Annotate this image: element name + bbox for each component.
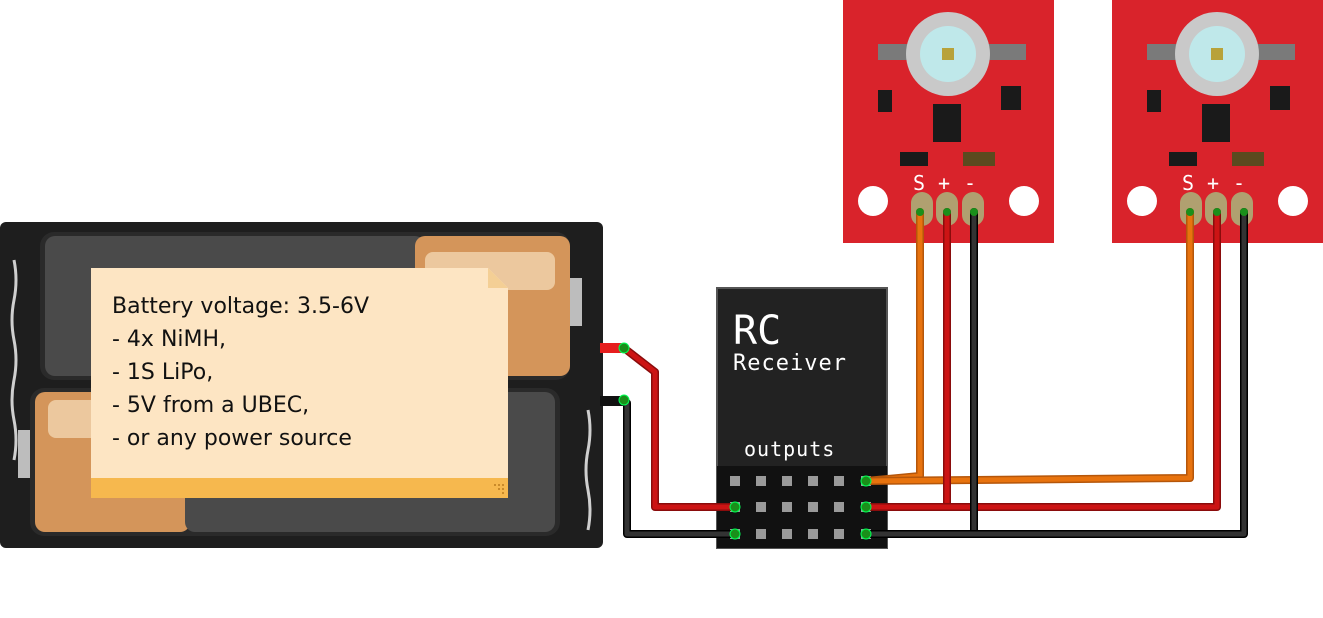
header-pin <box>782 502 792 512</box>
receiver-outputs-label: outputs <box>744 437 835 461</box>
header-pin <box>834 476 844 486</box>
battery-spring-right <box>584 409 592 531</box>
header-pin <box>808 529 818 539</box>
receiver-subtitle: Receiver <box>733 351 847 376</box>
receiver-title: RC <box>733 308 781 354</box>
pin-label-minus: - <box>964 171 976 195</box>
note-line-2: - 4x NiMH, <box>112 327 226 352</box>
mount-hole-left <box>1127 186 1157 216</box>
note-line-1: Battery voltage: 3.5-6V <box>112 294 369 319</box>
note-line-4: - 5V from a UBEC, <box>112 393 309 418</box>
header-pin <box>782 476 792 486</box>
header-pin <box>782 529 792 539</box>
rc-receiver: RC Receiver outputs <box>716 287 888 549</box>
header-pin <box>808 476 818 486</box>
note-grip-icon <box>494 484 504 494</box>
header-pin <box>808 502 818 512</box>
note-line-5: - or any power source <box>112 426 352 451</box>
pin-label-plus: + <box>1207 171 1219 195</box>
chip-icon <box>933 104 961 142</box>
battery-lead-black <box>600 396 624 406</box>
header-pin <box>834 502 844 512</box>
mount-hole-left <box>858 186 888 216</box>
mount-hole-right <box>1278 186 1308 216</box>
header-pin <box>730 476 740 486</box>
header-pin <box>756 502 766 512</box>
pin-label-minus: - <box>1233 171 1245 195</box>
header-pin <box>756 529 766 539</box>
wire-signal-led-2 <box>862 208 1194 485</box>
pin-label-s: S <box>913 171 925 195</box>
connection-points <box>618 208 1248 540</box>
header-pin <box>756 476 766 486</box>
led-module-2: S + - <box>1112 0 1323 243</box>
sticky-note: Battery voltage: 3.5-6V - 4x NiMH, - 1S … <box>91 268 508 498</box>
note-line-3: - 1S LiPo, <box>112 360 213 385</box>
pin-label-plus: + <box>938 171 950 195</box>
battery-spring-left <box>10 259 18 461</box>
led-module-1: S + - <box>843 0 1054 243</box>
header-pin <box>834 529 844 539</box>
battery-lead-red <box>600 343 624 353</box>
chip-icon <box>1202 104 1230 142</box>
pin-label-s: S <box>1182 171 1194 195</box>
mount-hole-right <box>1009 186 1039 216</box>
